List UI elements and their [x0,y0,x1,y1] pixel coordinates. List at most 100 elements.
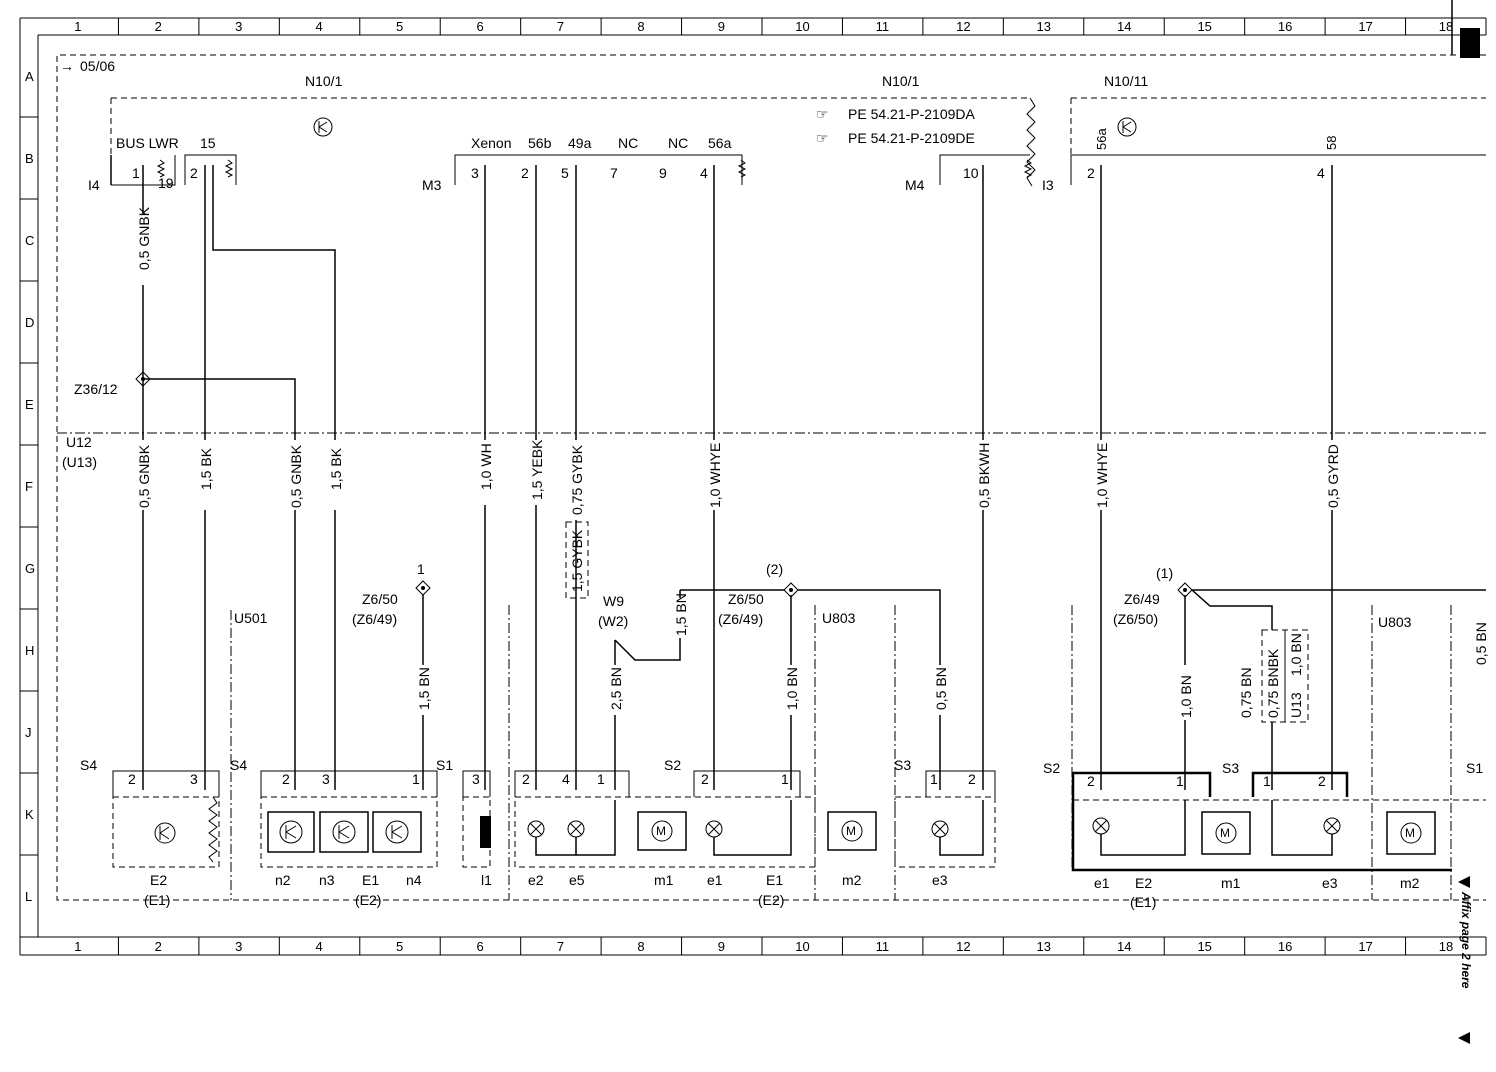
grid-col-label: 6 [476,939,483,954]
pin-num: 2 [1318,773,1326,789]
wire-label: 0,75 BNBK [1265,648,1281,718]
wire-label: 1,5 BK [328,447,344,490]
wire-label: 2,5 BN [608,667,624,710]
grid-col-label: 10 [795,939,809,954]
connector-m3: M3 [422,177,442,193]
grid-col-label: 17 [1358,19,1372,34]
w2-label: (W2) [598,613,628,629]
label-group-e1: (E1) [1130,894,1156,910]
pin-num: 1 [930,771,938,787]
wire-label: 1,5 BK [198,447,214,490]
pin-num: 3 [322,771,330,787]
label-e5: e5 [569,872,585,888]
u13-label: (U13) [62,454,97,470]
wire-label: 0,5 BN [933,667,949,710]
pin-num: 3 [190,771,198,787]
pin-num: 4 [562,771,570,787]
grid-row-label: G [25,561,35,576]
pin-num: 1 [132,165,140,181]
motor-icon: M [846,824,856,838]
label-e3: e3 [932,872,948,888]
socket-s4: S4 [230,757,247,773]
label-group-e1: (E1) [144,892,170,908]
grid-col-label: 4 [316,939,323,954]
z6-50-label: (Z6/50) [1113,611,1158,627]
wire-label: 0,5 BKWH [976,443,992,508]
node-2: (2) [766,561,783,577]
wire-label: U13 [1288,692,1304,718]
grid-col-label: 10 [795,19,809,34]
grid-col-label: 5 [396,939,403,954]
label-l1: l1 [481,872,492,888]
wire-label: 1,5 BN [416,667,432,710]
wire-label: 1,5 GYBK [569,529,585,592]
wire-label: 1,0 BN [784,667,800,710]
u501-label: U501 [234,610,268,626]
splice-points [135,371,1193,598]
pin-num: 1 [1263,773,1271,789]
grid-col-label: 13 [1037,939,1051,954]
label-e1-lamp: e1 [707,872,723,888]
connector-m4: M4 [905,177,925,193]
grid-col-label: 14 [1117,19,1131,34]
grid-row-label: B [25,151,34,166]
grid-col-label: 17 [1358,939,1372,954]
module-n10-1-mid: N10/1 [882,73,920,89]
grid-col-label: 11 [876,939,890,954]
lower-pin-numbers: 2 3 2 3 1 3 2 4 1 2 1 1 2 2 1 1 2 [128,771,1326,789]
affix-note: Affix page 2 here [1458,876,1473,1044]
grid-row-label: D [25,315,34,330]
wire-label: 0,5 GNBK [136,444,152,508]
u803-label: U803 [822,610,856,626]
wire-labels: 0,5 GNBK 0,5 GNBK 1,5 BK 0,5 GNBK 1,5 BK… [136,206,1489,723]
pin-nc-2: NC [668,135,688,151]
module-n10-1-left: N10/1 [305,73,343,89]
pin-56a-right: 56a [1094,128,1109,150]
wire-label: 0,75 GYBK [569,444,585,515]
wire-label: 1,0 BN [1178,675,1194,718]
grid-row-label: F [25,479,33,494]
label-e2: E2 [150,872,167,888]
grid-col-label: 14 [1117,939,1131,954]
frame [19,0,1486,956]
wire-label: 1,5 BN [673,593,689,636]
arrow-icon: → [60,58,74,74]
wire-label: 0,5 GYRD [1325,444,1341,508]
grid-col-label: 3 [235,19,242,34]
grid-col-label: 12 [956,19,970,34]
motor-icon: M [1405,826,1415,840]
wire-label: 1,0 BN [1288,633,1304,676]
pin-num: 1 [412,771,420,787]
pin-num: 4 [700,165,708,181]
wire-label: 1,0 WHYE [707,443,723,508]
socket-s1: S1 [1466,760,1483,776]
wire-label: 0,5 GNBK [288,444,304,508]
pin-num: 9 [659,165,667,181]
pin-15: 15 [200,135,216,151]
label-group-e2: (E2) [355,892,381,908]
module-n10-11: N10/11 [1104,73,1148,89]
ref-label: 05/06 [80,58,115,74]
grid-row-label: K [25,807,34,822]
grid-col-label: 1 [74,939,81,954]
label-e1: E1 [362,872,379,888]
z36-12-label: Z36/12 [74,381,118,397]
pin-56b: 56b [528,135,552,151]
components: M M M M [112,796,1486,872]
reference-labels: U12 (U13) Z36/12 1 Z6/50 (Z6/49) W9 (W2)… [62,381,1412,630]
grid-col-label: 9 [718,939,725,954]
lower-connectors [112,770,1349,797]
grid-row-label: H [25,643,34,658]
connector-i4: I4 [88,177,100,193]
affix-label: Affix page 2 here [1459,891,1473,989]
pin-bus-lwr: BUS LWR [116,135,179,151]
pin-num: 2 [1087,165,1095,181]
pin-num: 19 [158,175,174,191]
pin-xenon: Xenon [471,135,511,151]
grid-col-label: 9 [718,19,725,34]
pin-num: 7 [610,165,618,181]
label-n4: n4 [406,872,422,888]
pin-49a: 49a [568,135,592,151]
wires [142,165,1486,790]
label-e2: E2 [1135,875,1152,891]
